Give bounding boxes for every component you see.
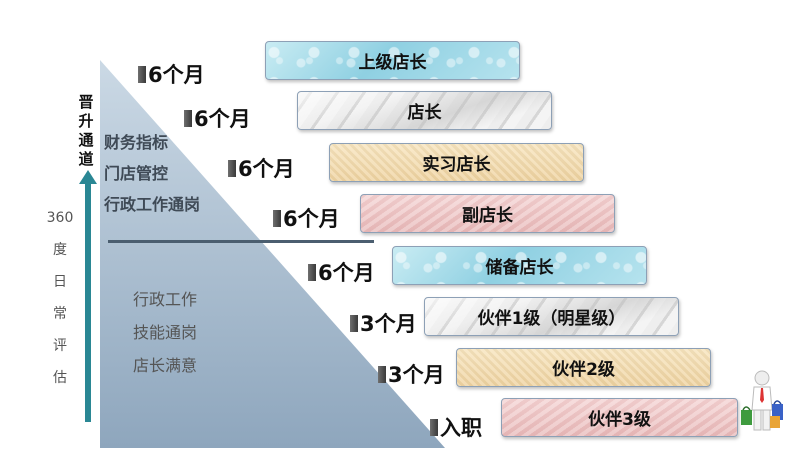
bullet-square-icon [273, 209, 281, 227]
bullet-square-icon [378, 365, 386, 383]
upper-criteria-item: 行政工作通岗 [104, 195, 201, 214]
vertical-subtitle-char: 常 [53, 306, 67, 322]
bullet-square-icon [308, 263, 316, 281]
upper-criteria-list: 财务指标 门店管控 行政工作通岗 [104, 127, 200, 220]
level-box: 伙伴1级（明星级） [424, 297, 679, 336]
divider [108, 240, 374, 243]
duration-label: 3个月 [378, 359, 445, 389]
bullet-square-icon [228, 159, 236, 177]
level-box: 副店长 [360, 194, 615, 233]
lower-criteria-item: 技能通岗 [133, 323, 198, 342]
lower-criteria-list: 行政工作 技能通岗 店长满意 [133, 283, 197, 382]
vertical-subtitle-char: 评 [53, 338, 67, 354]
vertical-title: 晋升通道 [78, 93, 94, 168]
duration-label: 6个月 [273, 203, 340, 233]
vertical-subtitle: 360 度 日 常 评 估 [44, 202, 76, 394]
upper-criteria-item: 门店管控 [104, 164, 169, 183]
up-arrow-icon [79, 170, 97, 422]
bullet-square-icon [350, 314, 358, 332]
person-with-bags-icon [741, 370, 783, 431]
bullet-square-icon [430, 418, 438, 436]
level-box: 伙伴3级 [501, 398, 738, 437]
vertical-subtitle-char: 日 [53, 274, 67, 290]
level-box: 储备店长 [392, 246, 647, 285]
duration-label: 6个月 [184, 103, 251, 133]
bullet-square-icon [138, 65, 146, 83]
duration-label: 6个月 [308, 257, 375, 287]
duration-label: 6个月 [138, 59, 205, 89]
duration-label: 6个月 [228, 153, 295, 183]
level-box: 伙伴2级 [456, 348, 711, 387]
level-box: 店长 [297, 91, 552, 130]
vertical-subtitle-char: 估 [53, 370, 67, 386]
level-box: 上级店长 [265, 41, 520, 80]
duration-label: 3个月 [350, 308, 417, 338]
bullet-square-icon [184, 109, 192, 127]
duration-label-entry: 入职 [430, 412, 482, 442]
level-box: 实习店长 [329, 143, 584, 182]
lower-criteria-item: 行政工作 [133, 290, 198, 309]
upper-criteria-item: 财务指标 [104, 133, 169, 152]
lower-criteria-item: 店长满意 [133, 356, 198, 375]
vertical-subtitle-char: 度 [53, 242, 67, 258]
vertical-subtitle-char: 360 [46, 210, 74, 226]
